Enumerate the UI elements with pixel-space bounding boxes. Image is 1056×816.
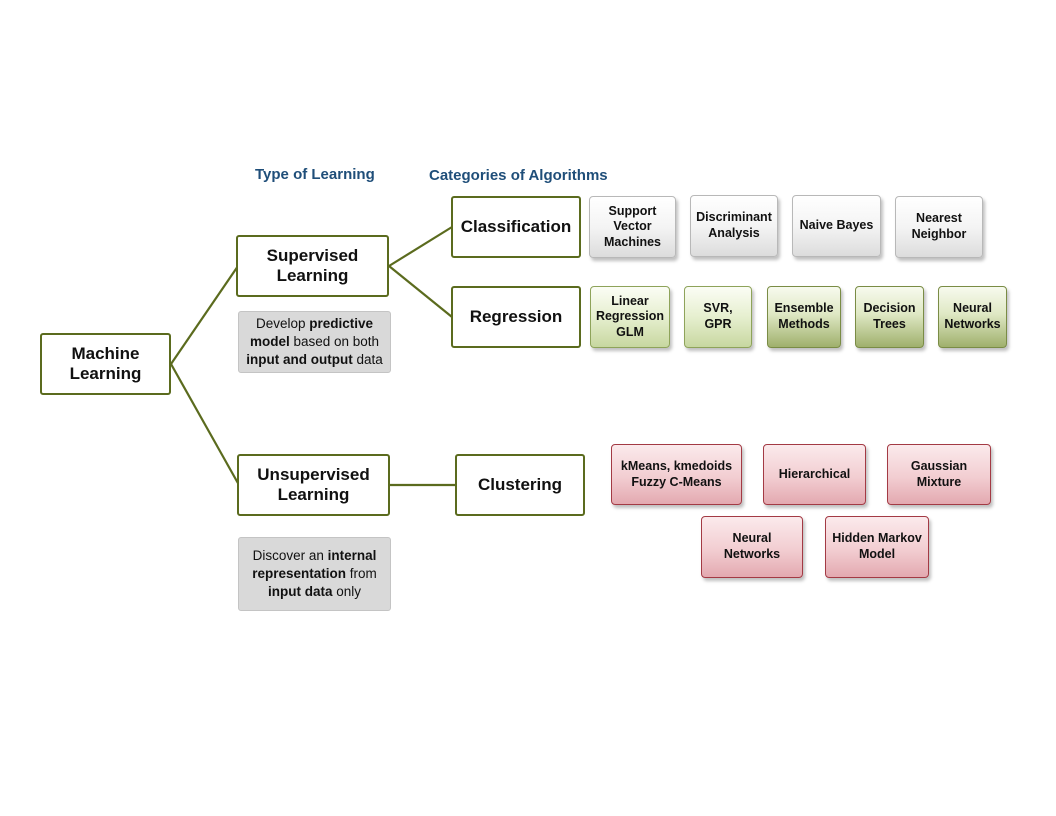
heading-categories-of-algorithms: Categories of Algorithms (429, 167, 608, 184)
algo-svr-gpr: SVR, GPR (684, 286, 752, 348)
supervised-description: Develop predictive model based on both i… (238, 311, 391, 373)
algo-kmeans-kmedoids-fuzzy-cmeans: kMeans, kmedoids Fuzzy C-Means (611, 444, 742, 505)
desc-bold: internal representation (252, 547, 377, 581)
desc-text: data (352, 352, 383, 368)
algo-neural-networks-clustering: Neural Networks (701, 516, 803, 578)
algo-label: Neural Networks (723, 531, 781, 561)
algo-label: SVR, GPR (703, 301, 733, 331)
algo-label: Linear Regression GLM (595, 293, 665, 339)
algo-label: Neural Networks (944, 301, 1001, 331)
algo-discriminant-analysis: Discriminant Analysis (690, 195, 778, 257)
algo-label: Discriminant Analysis (696, 210, 772, 240)
supervised-description-text: Develop predictive model based on both i… (245, 315, 384, 370)
node-supervised-learning-label: Supervised Learning (266, 245, 359, 285)
algo-support-vector-machines: Support Vector Machines (589, 196, 676, 258)
node-regression: Regression (451, 286, 581, 348)
unsupervised-description: Discover an internal representation from… (238, 537, 391, 611)
algo-label: Naive Bayes (799, 218, 874, 233)
algo-label: Gaussian Mixture (910, 458, 968, 489)
algo-nearest-neighbor: Nearest Neighbor (895, 196, 983, 258)
algo-ensemble-methods: Ensemble Methods (767, 286, 841, 348)
algo-neural-networks-regression: Neural Networks (938, 286, 1007, 348)
node-machine-learning-label: Machine Learning (69, 343, 142, 383)
node-clustering: Clustering (455, 454, 585, 516)
algo-decision-trees: Decision Trees (855, 286, 924, 348)
desc-text: only (332, 584, 362, 600)
node-unsupervised-learning-label: Unsupervised Learning (257, 464, 370, 504)
algo-hierarchical: Hierarchical (763, 444, 866, 505)
algo-label: Decision Trees (863, 301, 916, 331)
connector-supervised-classification (388, 226, 453, 267)
connector-supervised-regression (388, 265, 453, 318)
desc-bold: predictive model (249, 315, 374, 349)
desc-text: Discover an (252, 547, 328, 563)
algo-label: Nearest Neighbor (911, 211, 967, 241)
desc-bold: input and output (246, 352, 353, 368)
node-unsupervised-learning: Unsupervised Learning (237, 454, 390, 516)
algo-gaussian-mixture: Gaussian Mixture (887, 444, 991, 505)
algo-label: kMeans, kmedoids Fuzzy C-Means (620, 458, 733, 489)
node-classification-label: Classification (460, 216, 572, 236)
desc-text: from (346, 565, 377, 581)
algo-naive-bayes: Naive Bayes (792, 195, 881, 257)
desc-text: based on both (289, 333, 380, 349)
node-classification: Classification (451, 196, 581, 258)
desc-bold: input data (267, 584, 333, 600)
algo-hidden-markov-model: Hidden Markov Model (825, 516, 929, 578)
node-supervised-learning: Supervised Learning (236, 235, 389, 297)
connector-root-unsupervised (170, 363, 240, 486)
unsupervised-description-text: Discover an internal representation from… (245, 547, 384, 602)
heading-type-of-learning: Type of Learning (255, 166, 375, 183)
algo-linear-regression-glm: Linear Regression GLM (590, 286, 670, 348)
connector-root-supervised (170, 265, 239, 365)
node-machine-learning: Machine Learning (40, 333, 171, 395)
node-clustering-label: Clustering (477, 474, 563, 494)
node-regression-label: Regression (469, 306, 563, 326)
algo-label: Hidden Markov Model (832, 531, 922, 561)
algo-label: Hierarchical (778, 466, 851, 481)
algo-label: Support Vector Machines (604, 203, 661, 249)
algo-label: Ensemble Methods (774, 301, 834, 331)
desc-text: Develop (255, 315, 310, 331)
